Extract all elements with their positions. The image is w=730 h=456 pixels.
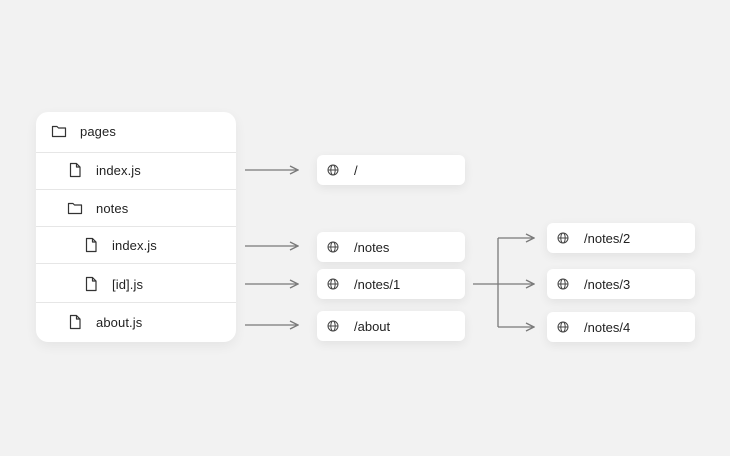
globe-icon <box>557 321 569 333</box>
route-about[interactable]: /about <box>317 311 465 341</box>
divider <box>36 189 236 190</box>
folder-icon <box>66 199 84 217</box>
route-path: /notes/4 <box>584 319 631 335</box>
file-icon <box>66 161 84 179</box>
tree-item-id-js[interactable]: [id].js <box>36 266 236 302</box>
tree-item-label: about.js <box>96 314 143 330</box>
route-notes[interactable]: /notes <box>317 232 465 262</box>
tree-root-label: pages <box>80 123 116 139</box>
tree-item-notes-folder[interactable]: notes <box>36 190 236 226</box>
file-icon <box>82 275 100 293</box>
globe-icon <box>327 241 339 253</box>
globe-icon <box>557 232 569 244</box>
divider <box>36 263 236 264</box>
route-path: / <box>354 162 358 178</box>
route-notes-1[interactable]: /notes/1 <box>317 269 465 299</box>
tree-item-notes-index-js[interactable]: index.js <box>36 227 236 263</box>
divider <box>36 226 236 227</box>
route-path: /notes/2 <box>584 230 631 246</box>
route-path: /notes/3 <box>584 276 631 292</box>
pages-file-tree: pages index.js notes index.js [id].js ab… <box>36 112 236 342</box>
tree-item-about-js[interactable]: about.js <box>36 304 236 340</box>
file-icon <box>66 313 84 331</box>
route-path: /notes <box>354 239 390 255</box>
tree-item-label: index.js <box>112 237 157 253</box>
route-path: /about <box>354 318 391 334</box>
route-notes-4[interactable]: /notes/4 <box>547 312 695 342</box>
tree-root-pages[interactable]: pages <box>36 113 236 149</box>
file-icon <box>82 236 100 254</box>
route-root[interactable]: / <box>317 155 465 185</box>
divider <box>36 302 236 303</box>
route-path: /notes/1 <box>354 276 401 292</box>
globe-icon <box>557 278 569 290</box>
route-notes-3[interactable]: /notes/3 <box>547 269 695 299</box>
globe-icon <box>327 278 339 290</box>
route-notes-2[interactable]: /notes/2 <box>547 223 695 253</box>
divider <box>36 152 236 153</box>
globe-icon <box>327 164 339 176</box>
tree-item-label: notes <box>96 200 129 216</box>
globe-icon <box>327 320 339 332</box>
tree-item-label: [id].js <box>112 276 144 292</box>
tree-item-label: index.js <box>96 162 141 178</box>
tree-item-index-js[interactable]: index.js <box>36 152 236 188</box>
folder-icon <box>50 122 68 140</box>
